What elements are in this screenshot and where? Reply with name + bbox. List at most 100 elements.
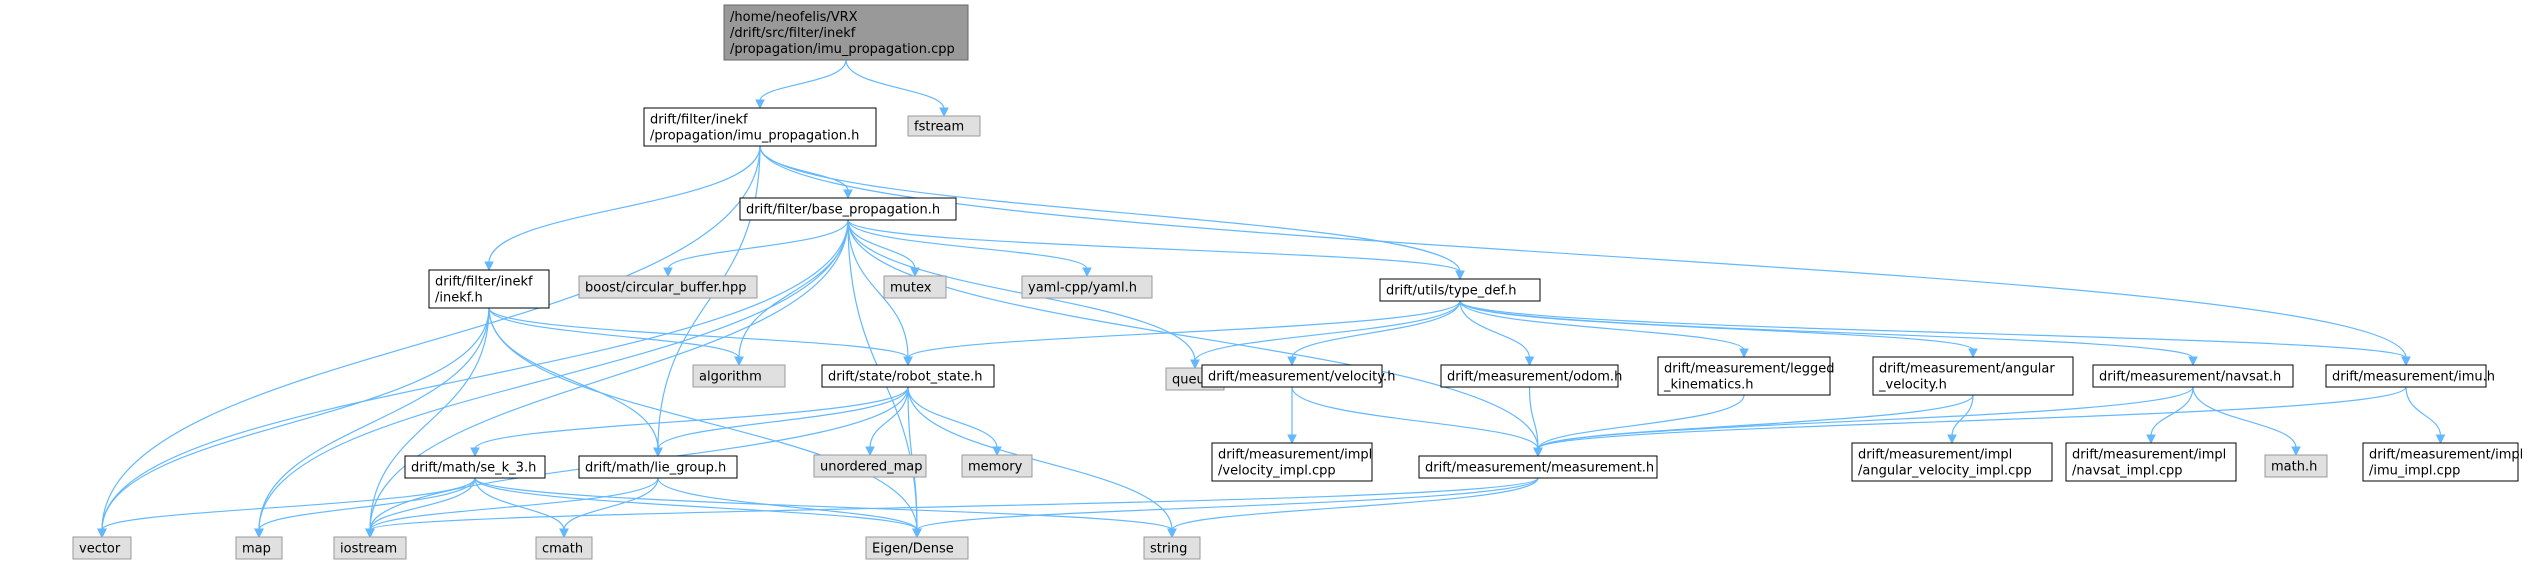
node-label-line: drift/measurement/impl	[2072, 448, 2226, 463]
node-box	[821, 364, 995, 388]
arrow-head	[365, 528, 375, 539]
edge-type_def-to-velocity_h	[1287, 300, 1461, 367]
node-lie_group[interactable]: drift/math/lie_group.h	[578, 455, 738, 479]
node-label-line: drift/math/lie_group.h	[585, 461, 726, 476]
node-box	[723, 4, 969, 61]
node-label-line: /propagation/imu_propagation.cpp	[730, 42, 955, 57]
node-se_k_3[interactable]: drift/math/se_k_3.h	[404, 455, 546, 479]
node-velocity_h[interactable]: drift/measurement/velocity.h	[1201, 364, 1395, 388]
node-legged_h[interactable]: drift/measurement/legged_kinematics.h	[1657, 356, 1834, 396]
edge-line	[474, 477, 1173, 531]
node-navsat_impl[interactable]: drift/measurement/impl/navsat_impl.cpp	[2065, 442, 2237, 482]
node-imu_prop_h[interactable]: drift/filter/inekf/propagation/imu_propa…	[643, 107, 877, 147]
edge-line	[907, 386, 1173, 531]
node-label-line: /navsat_impl.cpp	[2072, 464, 2183, 479]
node-box	[1440, 364, 1619, 388]
arrow-head	[1287, 434, 1297, 445]
edge-line	[101, 307, 490, 531]
edge-robot_state-to-lie_group	[653, 386, 909, 458]
edge-line	[657, 386, 909, 450]
node-box	[692, 364, 786, 388]
node-label-line: boost/circular_buffer.hpp	[585, 281, 747, 296]
arrow-head	[484, 261, 494, 272]
edge-robot_state-to-se_k_3	[470, 386, 909, 458]
node-cmath: cmath	[535, 536, 593, 560]
node-vel_impl[interactable]: drift/measurement/impl/velocity_impl.cpp	[1211, 442, 1373, 482]
edge-line	[2405, 386, 2442, 437]
edge-robot_state-to-memory	[907, 386, 1002, 457]
edge-measurement_h-to-eigen_dense	[912, 477, 1539, 539]
node-label-line: memory	[968, 460, 1023, 475]
node-navsat_h[interactable]: drift/measurement/navsat.h	[2092, 364, 2294, 388]
edge-line	[258, 477, 476, 531]
node-box	[404, 455, 546, 479]
edge-imu_h-to-imu_impl	[2405, 386, 2446, 445]
edge-line	[101, 219, 849, 531]
edge-line	[916, 477, 1539, 531]
node-box	[578, 275, 758, 299]
node-angvel_impl[interactable]: drift/measurement/impl/angular_velocity_…	[1851, 442, 2053, 482]
node-box	[1143, 536, 1201, 560]
node-label-line: drift/filter/inekf	[650, 113, 748, 128]
edge-line	[1537, 386, 2407, 450]
node-unordered_map: unordered_map	[813, 454, 927, 478]
node-label-line: drift/filter/inekf	[435, 275, 533, 290]
node-map: map	[235, 536, 283, 560]
arrow-head	[865, 446, 875, 457]
node-box	[2065, 442, 2237, 482]
node-type_def[interactable]: drift/utils/type_def.h	[1379, 278, 1541, 302]
node-box	[739, 197, 957, 221]
arrow-head	[939, 107, 949, 118]
edge-line	[1951, 394, 1974, 437]
node-box	[333, 536, 407, 560]
edge-line	[258, 307, 490, 531]
node-label-line: /angular_velocity_impl.cpp	[1858, 464, 2032, 479]
edge-line	[2192, 386, 2297, 449]
edge-type_def-to-imu_h	[1459, 300, 2411, 367]
edge-inekf_h-to-algorithm	[488, 307, 744, 367]
edge-line	[474, 477, 918, 531]
edge-line	[1459, 300, 1974, 351]
edge-root-to-imu_prop_h	[755, 59, 847, 110]
edge-type_def-to-odom_h	[1459, 300, 1535, 367]
node-label-line: drift/measurement/impl	[1858, 448, 2012, 463]
edge-type_def-to-legged_h	[1459, 300, 1749, 359]
edge-line	[847, 219, 1539, 450]
node-box	[961, 454, 1033, 478]
edge-line	[1537, 394, 1745, 450]
node-boost_cb: boost/circular_buffer.hpp	[578, 275, 758, 299]
node-base_prop[interactable]: drift/filter/base_propagation.h	[739, 197, 957, 221]
arrow-head	[2146, 434, 2156, 445]
node-iostream: iostream	[333, 536, 407, 560]
node-string: string	[1143, 536, 1201, 560]
node-measurement_h[interactable]: drift/measurement/measurement.h	[1418, 455, 1658, 479]
edge-line	[845, 59, 945, 110]
node-angvel_h[interactable]: drift/measurement/angular_velocity.h	[1872, 356, 2074, 396]
edge-line	[1459, 300, 1531, 359]
edge-line	[1459, 300, 2407, 359]
node-box	[1872, 356, 2074, 396]
node-label-line: cmath	[542, 542, 583, 557]
node-memory: memory	[961, 454, 1033, 478]
node-inekf_h[interactable]: drift/filter/inekf/inekf.h	[428, 269, 550, 309]
edge-type_def-to-navsat_h	[1459, 300, 2198, 367]
edge-measurement_h-to-iostream	[365, 477, 1539, 539]
edge-type_def-to-robot_state	[903, 300, 1461, 367]
node-robot_state[interactable]: drift/state/robot_state.h	[821, 364, 995, 388]
node-label-line: iostream	[340, 542, 397, 557]
node-box	[883, 275, 947, 299]
edge-line	[869, 386, 909, 449]
edge-line	[1194, 300, 1461, 362]
node-root[interactable]: /home/neofelis/VRX/drift/src/filter/inek…	[723, 4, 969, 61]
node-box	[813, 454, 927, 478]
edge-line	[1459, 300, 1745, 351]
node-mutex: mutex	[883, 275, 947, 299]
node-imu_impl[interactable]: drift/measurement/impl/imu_impl.cpp	[2362, 442, 2523, 482]
node-imu_h[interactable]: drift/measurement/imu.h	[2325, 364, 2495, 388]
arrow-head	[843, 189, 853, 200]
node-label-line: map	[242, 542, 271, 557]
node-odom_h[interactable]: drift/measurement/odom.h	[1440, 364, 1622, 388]
node-label-line: algorithm	[699, 370, 762, 385]
edge-line	[847, 219, 916, 270]
